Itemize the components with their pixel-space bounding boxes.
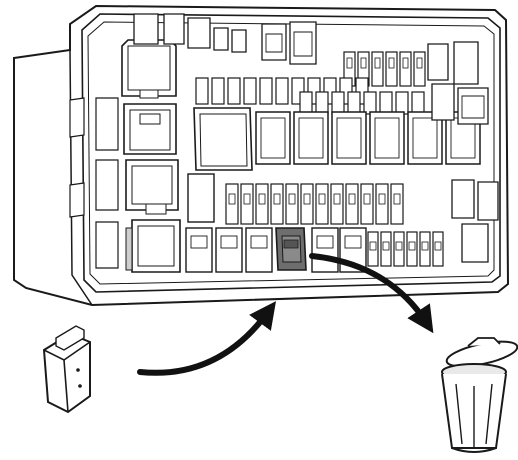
fuse-terminal [370, 242, 376, 250]
small-fuse [300, 92, 312, 114]
small-fuse [332, 92, 344, 114]
small-fuse [276, 78, 288, 104]
replacement-fuse [44, 326, 90, 412]
fuse-terminal [334, 194, 340, 204]
fuse-terminal [435, 242, 441, 250]
small-fuse [414, 52, 425, 86]
fuse-terminal [417, 58, 422, 68]
fuse-terminal [403, 58, 408, 68]
fuse-terminal [422, 242, 428, 250]
small-fuse [400, 52, 411, 86]
small-fuse [260, 78, 272, 104]
small-fuse [228, 78, 240, 104]
socket-slot [221, 236, 237, 248]
socket-slot [345, 236, 361, 248]
main-relay [194, 108, 252, 170]
fuse-socket [312, 228, 338, 272]
fuse-socket [216, 228, 242, 272]
small-fuse [316, 92, 328, 114]
fuse-terminal [229, 194, 235, 204]
fuse-socket [186, 228, 212, 272]
socket-slot [317, 236, 333, 248]
fuse-terminal [389, 58, 394, 68]
small-fuse [244, 78, 256, 104]
small-fuse [348, 92, 360, 114]
small-fuse [364, 92, 376, 114]
fuse-terminal [319, 194, 325, 204]
small-fuse [212, 78, 224, 104]
small-fuse [396, 92, 408, 114]
fuse-terminal [259, 194, 265, 204]
fuse-terminal [409, 242, 415, 250]
small-fuse [386, 52, 397, 86]
small-fuse [372, 52, 383, 86]
fuse-box [14, 6, 508, 305]
socket-slot [191, 236, 207, 248]
socket-slot [251, 236, 267, 248]
fuse-terminal [244, 194, 250, 204]
fuse-terminal [364, 194, 370, 204]
fuse-terminal [347, 58, 352, 68]
fuse-terminal [289, 194, 295, 204]
small-fuse [412, 92, 424, 114]
small-fuse [380, 92, 392, 114]
fuse-terminal [304, 194, 310, 204]
fuse-terminal [379, 194, 385, 204]
relay [188, 174, 214, 222]
insert-arrow [140, 312, 268, 373]
fuse-terminal [349, 194, 355, 204]
fuse-terminal [396, 242, 402, 250]
fuse-terminal [375, 58, 380, 68]
fuse-terminal [383, 242, 389, 250]
fuse-socket [246, 228, 272, 272]
fuse-terminal [361, 58, 366, 68]
trash-can-icon [442, 337, 518, 452]
highlighted-fuse [276, 228, 306, 270]
fuse-terminal [274, 194, 280, 204]
small-fuse [196, 78, 208, 104]
fuse-terminal [394, 194, 400, 204]
